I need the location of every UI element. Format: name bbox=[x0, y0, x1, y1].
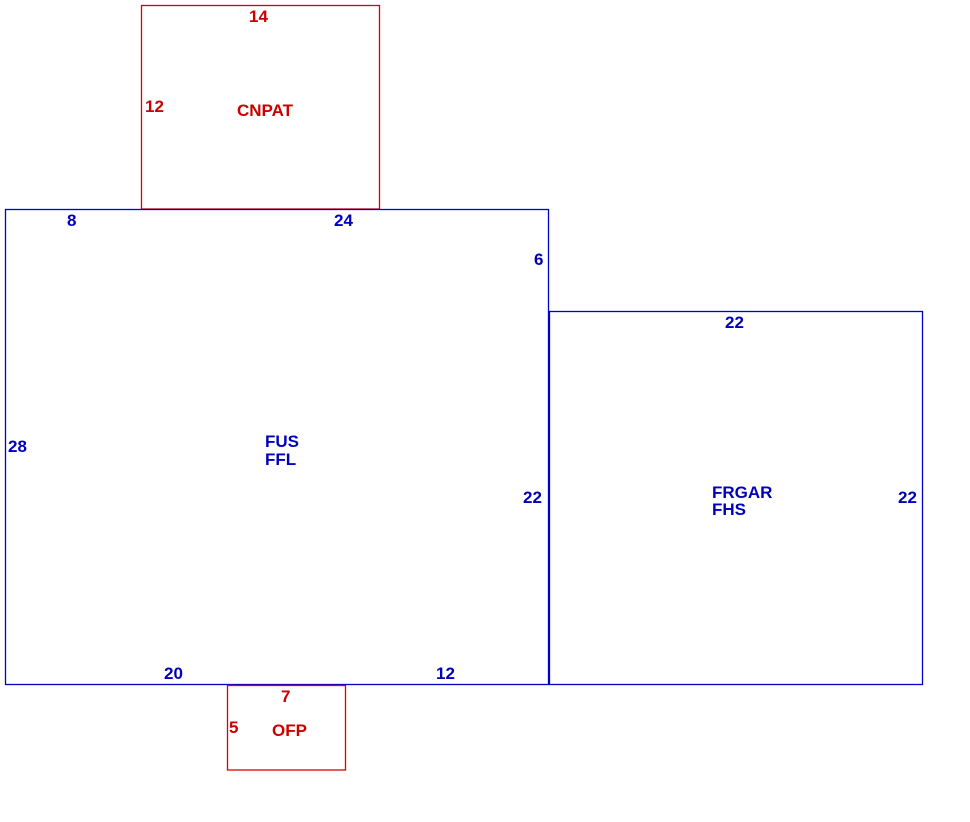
main-bottom-left-dimension: 20 bbox=[164, 664, 183, 683]
main-house-code-1: FUS bbox=[265, 432, 299, 451]
garage-code-2: FHS bbox=[712, 500, 746, 519]
main-house-code-2: FFL bbox=[265, 450, 296, 469]
carport-left-dimension: 12 bbox=[145, 97, 164, 116]
main-right-upper-dimension: 6 bbox=[534, 250, 543, 269]
main-top-right-dimension: 24 bbox=[334, 211, 353, 230]
main-top-left-dimension: 8 bbox=[67, 211, 76, 230]
open-porch-code: OFP bbox=[272, 721, 307, 740]
porch-top-dimension: 7 bbox=[281, 687, 290, 706]
garage-area: 22 22 FRGAR FHS bbox=[548, 310, 924, 686]
main-house-area: 8 24 6 22 28 20 12 FUS FFL bbox=[4, 208, 550, 686]
carport-patio-area: 14 12 CNPAT bbox=[140, 4, 381, 210]
main-left-dimension: 28 bbox=[8, 437, 27, 456]
open-porch-outline bbox=[226, 684, 347, 771]
garage-right-dimension: 22 bbox=[898, 488, 917, 507]
main-right-lower-dimension: 22 bbox=[523, 488, 542, 507]
garage-outline bbox=[548, 310, 924, 686]
main-house-outline bbox=[4, 208, 550, 686]
open-porch-area: 7 5 OFP bbox=[226, 684, 347, 771]
carport-top-dimension: 14 bbox=[249, 7, 268, 26]
garage-code-1: FRGAR bbox=[712, 483, 772, 502]
main-bottom-right-dimension: 12 bbox=[436, 664, 455, 683]
porch-left-dimension: 5 bbox=[229, 718, 238, 737]
carport-patio-code: CNPAT bbox=[237, 101, 294, 120]
garage-top-dimension: 22 bbox=[725, 313, 744, 332]
